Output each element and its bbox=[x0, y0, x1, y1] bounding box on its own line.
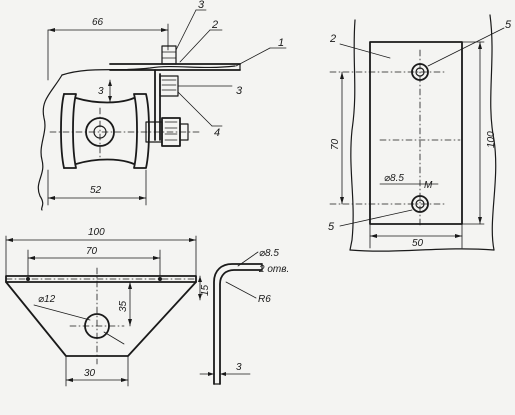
dim-52-label: 52 bbox=[90, 185, 102, 196]
dim-15-label: 15 bbox=[200, 284, 211, 296]
bolt-end bbox=[179, 123, 189, 141]
callout-3-bottom: 3 bbox=[236, 85, 243, 97]
panel-wavy-left bbox=[349, 19, 356, 251]
insulator-bottom-curve bbox=[75, 158, 135, 165]
dim-sec-note-label: 2 отв. bbox=[258, 264, 289, 275]
right-view: 70 100 50 ⌀8.5 M 2 5 5 bbox=[328, 14, 512, 252]
dim-hole12-leader-out bbox=[103, 331, 125, 345]
leader-5-top bbox=[427, 27, 505, 67]
panel-wavy-bottom bbox=[349, 248, 495, 252]
callout-2: 2 bbox=[211, 19, 218, 31]
blank-hole-left bbox=[26, 277, 30, 281]
callout-4: 4 bbox=[214, 127, 220, 139]
dim-30-arrows bbox=[66, 378, 128, 382]
leader-1 bbox=[235, 47, 271, 67]
leader-3-top bbox=[175, 9, 197, 51]
blank-hole-right bbox=[158, 277, 162, 281]
section-view: 3 ⌀8.5 2 отв. R6 bbox=[199, 248, 289, 385]
dim-70-label: 70 bbox=[330, 138, 341, 150]
dim-50-label: 50 bbox=[412, 238, 424, 249]
profile-inner bbox=[219, 269, 263, 385]
lower-nut-thread bbox=[161, 79, 177, 91]
dim-3-label: 3 bbox=[98, 86, 104, 97]
bolt-nut-4-lines bbox=[164, 121, 178, 141]
bracket-plate-outline bbox=[369, 41, 463, 225]
dim-100-label: 100 bbox=[486, 131, 497, 148]
callout-1: 1 bbox=[278, 37, 284, 49]
insulator-left-cap bbox=[63, 93, 77, 169]
dim-30-label: 30 bbox=[84, 368, 96, 379]
break-line-top bbox=[61, 65, 236, 76]
bottom-view: 100 70 35 15 ⌀12 30 bbox=[5, 227, 211, 387]
dim-radius-leader bbox=[225, 281, 257, 299]
profile-outer bbox=[213, 263, 263, 385]
callout-2-right: 2 bbox=[329, 33, 336, 45]
insulator-right-flange bbox=[133, 93, 150, 169]
dim-hole12-leader bbox=[33, 304, 91, 321]
blank-outline bbox=[5, 275, 197, 357]
dim-radius-label: R6 bbox=[258, 294, 271, 305]
dim-thk-label: 3 bbox=[236, 362, 242, 373]
callout-5-bottom: 5 bbox=[328, 221, 335, 233]
leader-2 bbox=[179, 29, 211, 63]
callout-5-top: 5 bbox=[505, 19, 512, 31]
break-line-left bbox=[37, 74, 63, 211]
dim-sec-hole-label: ⌀8.5 bbox=[259, 248, 279, 259]
dim-thk-arrows bbox=[208, 372, 226, 376]
lower-nut bbox=[159, 75, 179, 97]
leader-4 bbox=[177, 91, 213, 127]
top-nut bbox=[161, 45, 177, 65]
dim-hole12-label: ⌀12 bbox=[38, 294, 56, 305]
dim-b70-label: 70 bbox=[86, 246, 98, 257]
insulator-left-flange bbox=[60, 93, 65, 169]
dim-note-m: M bbox=[424, 180, 433, 191]
dim-15-arrows bbox=[198, 276, 202, 300]
dim-sec-hole-leader bbox=[237, 251, 259, 267]
dim-66-label: 66 bbox=[92, 17, 104, 28]
dim-hole-label: ⌀8.5 bbox=[384, 173, 404, 184]
dim-3-arrows bbox=[108, 80, 112, 102]
leader-5-bottom bbox=[339, 209, 413, 227]
panel-wavy-right bbox=[489, 14, 497, 251]
dim-b100-label: 100 bbox=[88, 227, 105, 238]
callout-3-top: 3 bbox=[198, 0, 205, 11]
top-left-view: 66 3 bbox=[37, 0, 287, 211]
dim-35-label: 35 bbox=[118, 300, 129, 312]
leader-2-right bbox=[339, 43, 391, 59]
insulator-top-curve bbox=[75, 97, 135, 104]
